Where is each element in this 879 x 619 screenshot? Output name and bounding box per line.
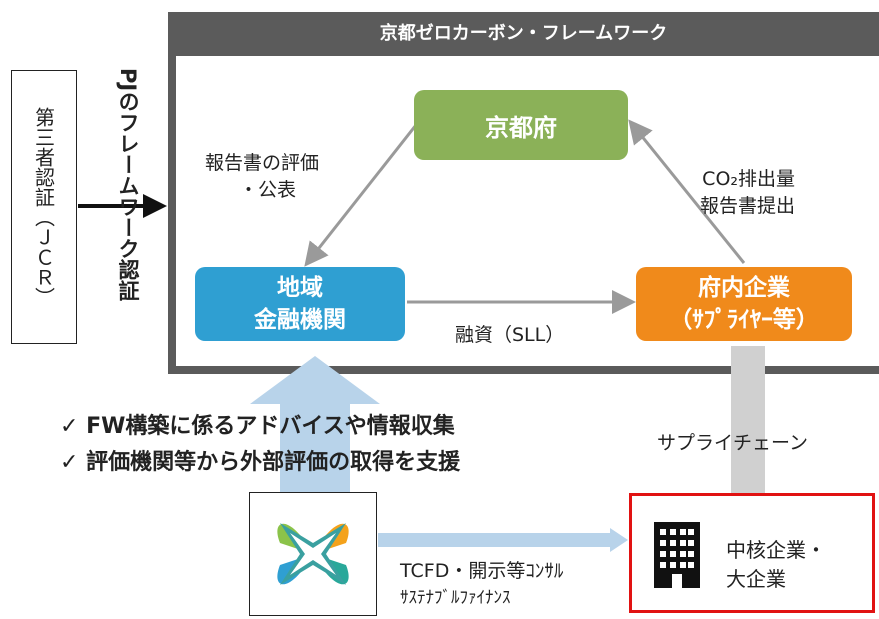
corp-label-line2: （ｻﾌﾟﾗｲﾔｰ等） — [669, 307, 819, 333]
consulting-line2: ｻｽﾃﾅﾌﾞﾙﾌｧｲﾅﾝｽ — [400, 588, 511, 608]
core-company-label: 中核企業・ 大企業 — [726, 534, 826, 592]
consulting-line1: TCFD・開示等ｺﾝｻﾙ — [400, 560, 564, 582]
kyoto-label: 京都府 — [485, 113, 557, 142]
logo-box — [249, 492, 377, 616]
supply-chain-connector — [731, 346, 765, 494]
four-leaf-logo — [277, 523, 349, 585]
supplier-line2: 大企業 — [726, 567, 786, 591]
bank-label-line1: 地域 — [277, 275, 323, 301]
arrow-kyoto-to-bank — [304, 124, 418, 267]
co2-line2: 報告書提出 — [700, 195, 796, 217]
supplier-line1: 中核企業・ — [726, 538, 826, 562]
prefecture-company-node: 府内企業 （ｻﾌﾟﾗｲﾔｰ等） — [636, 267, 852, 341]
third-party-label: 第三者認証（ＪＣＲ） — [31, 107, 56, 307]
financing-label: 融資（SLL） — [455, 324, 565, 346]
pj-framework-cert-label: PJのフレームワーク認証 — [106, 68, 150, 358]
kyoto-prefecture-node: 京都府 — [414, 90, 628, 160]
report-eval-line1: 報告書の評価 — [205, 152, 320, 174]
bank-label-line2: 金融機関 — [254, 307, 346, 333]
arrow-consulting-head — [610, 528, 628, 552]
regional-bank-node: 地域 金融機関 — [195, 267, 405, 341]
report-eval-line2: ・公表 — [239, 179, 297, 201]
support-arrow — [250, 356, 380, 494]
co2-report-label: CO₂排出量 報告書提出 — [700, 164, 795, 218]
core-company-box: 中核企業・ 大企業 — [629, 493, 875, 613]
framework-title: 京都ゼロカーボン・フレームワーク — [379, 23, 668, 44]
supply-chain-label: サプライチェーン — [657, 432, 809, 454]
support-item-2: ✓ 評価機関等から外部評価の取得を支援 — [60, 450, 461, 475]
report-eval-label: 報告書の評価 ・公表 — [205, 148, 319, 202]
consulting-label: TCFD・開示等ｺﾝｻﾙ ｻｽﾃﾅﾌﾞﾙﾌｧｲﾅﾝｽ — [400, 556, 563, 608]
co2-line1: CO₂排出量 — [702, 168, 796, 190]
building-icon — [654, 522, 700, 588]
corp-label-line1: 府内企業 — [698, 275, 790, 301]
arrow-corp-to-kyoto — [628, 119, 746, 264]
pj-cert-text: PJのフレームワーク認証 — [116, 68, 140, 302]
third-party-cert-box: 第三者認証（ＪＣＲ） — [11, 70, 77, 344]
support-item-1: ✓ FW構築に係るアドバイスや情報収集 — [60, 414, 455, 439]
